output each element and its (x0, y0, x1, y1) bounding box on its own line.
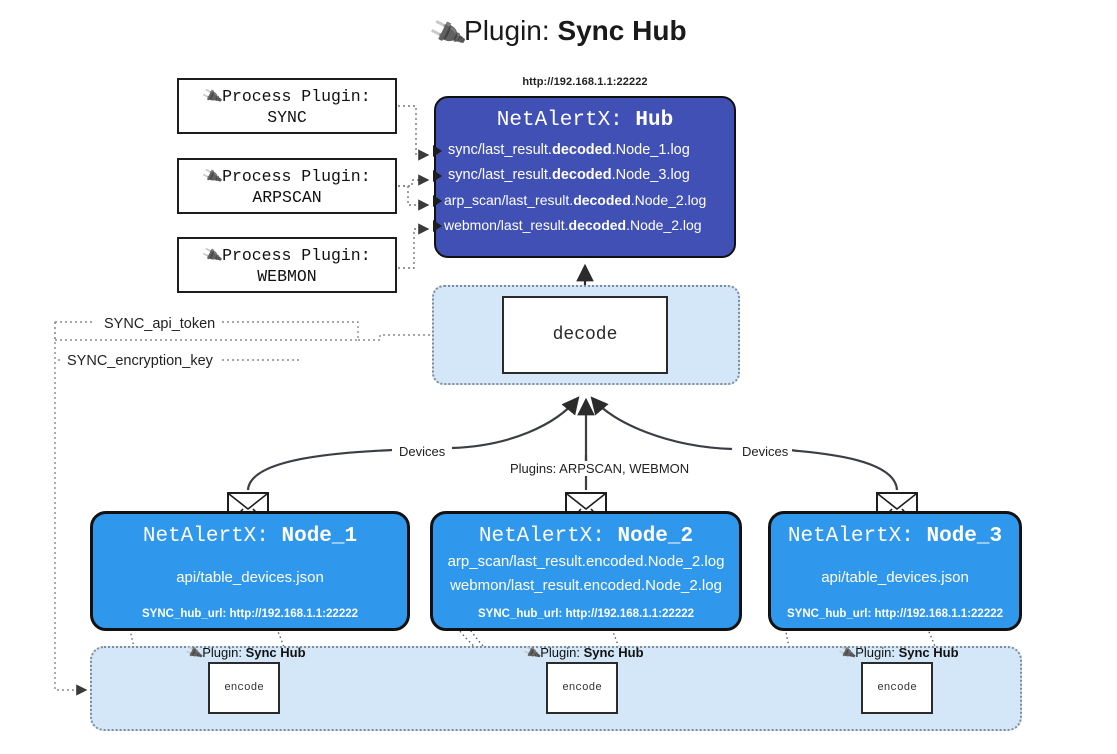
node-card-node-2[interactable]: NetAlertX: Node_2 arp_scan/last_result.e… (430, 511, 742, 631)
node-title-value: Node_1 (281, 525, 358, 548)
log-pre: sync/last_result. (448, 142, 552, 158)
process-plugin-box-arpscan[interactable]: 🔌Process Plugin: ARPSCAN (177, 158, 397, 214)
log-post: .Node_1.log (611, 142, 690, 158)
page-title-value: Sync Hub (557, 15, 687, 46)
hub-title: NetAlertX: Hub (436, 108, 734, 134)
edge-label-plugins: Plugins: ARPSCAN, WEBMON (506, 461, 694, 476)
encode-caption-prefix: Plugin: (540, 645, 580, 660)
hub-log-row: arp_scan/last_result.decoded.Node_2.log (433, 188, 734, 213)
node-resource-line: arp_scan/last_result.encoded.Node_2.log (447, 553, 725, 570)
node-title-value: Node_2 (617, 525, 694, 548)
log-mid: decoded (573, 192, 631, 208)
log-pre: arp_scan/last_result. (444, 192, 574, 208)
encode-caption-prefix: Plugin: (202, 645, 242, 660)
encode-plugin-caption: 🔌Plugin: Sync Hub (184, 643, 306, 662)
log-mid: decoded (551, 142, 612, 158)
node-hub-url-footer: SYNC_hub_url: http://192.168.1.1:22222 (786, 608, 1004, 620)
hub-title-prefix: NetAlertX: (496, 109, 623, 132)
hub-log-row: webmon/last_result.decoded.Node_2.log (433, 213, 734, 238)
page-title-prefix: Plugin: (464, 15, 550, 46)
sync-encryption-key-label: SYNC_encryption_key (63, 353, 217, 369)
encode-box[interactable]: encode (208, 662, 280, 714)
process-plugin-name: ARPSCAN (252, 188, 322, 207)
hub-title-value: Hub (635, 109, 674, 132)
node-card-node-3[interactable]: NetAlertX: Node_3 api/table_devices.json… (768, 511, 1022, 631)
node-title-value: Node_3 (926, 525, 1003, 548)
encode-caption-value: Sync Hub (898, 645, 959, 660)
node-card-node-1[interactable]: NetAlertX: Node_1 api/table_devices.json… (90, 511, 410, 631)
log-mid: decoded (568, 217, 627, 233)
encode-plugin-caption: 🔌Plugin: Sync Hub (522, 643, 644, 662)
hub-node[interactable]: NetAlertX: Hub sync/last_result.decoded.… (433, 96, 736, 258)
node-hub-url-footer: SYNC_hub_url: http://192.168.1.1:22222 (141, 608, 359, 620)
arrow-marker-icon (433, 169, 442, 182)
edge-label-devices-right: Devices (738, 444, 793, 459)
encode-caption-value: Sync Hub (245, 645, 306, 660)
process-plugin-name: WEBMON (257, 267, 317, 286)
node-resource-line: webmon/last_result.encoded.Node_2.log (450, 577, 722, 594)
log-post: .Node_2.log (630, 192, 707, 208)
node-title-prefix: NetAlertX: (142, 525, 269, 548)
process-plugin-box-sync[interactable]: 🔌Process Plugin: SYNC (177, 78, 397, 134)
node-title: NetAlertX: Node_2 (433, 524, 739, 550)
process-plugin-label: Process Plugin: (222, 167, 371, 186)
process-plugin-label: Process Plugin: (222, 246, 371, 265)
encode-caption-prefix: Plugin: (855, 645, 895, 660)
log-post: .Node_3.log (611, 167, 690, 183)
node-title: NetAlertX: Node_3 (771, 524, 1019, 550)
decode-box[interactable]: decode (502, 296, 668, 374)
log-pre: webmon/last_result. (444, 217, 569, 233)
hub-log-list: sync/last_result.decoded.Node_1.log sync… (433, 138, 734, 238)
arrow-marker-icon (433, 219, 442, 232)
process-plugin-label: Process Plugin: (222, 87, 371, 106)
plug-icon: 🔌 (427, 13, 469, 53)
edge-label-devices-left: Devices (395, 444, 450, 459)
arrow-marker-icon (433, 194, 442, 207)
hub-url-label: http://192.168.1.1:22222 (522, 76, 648, 88)
encode-box[interactable]: encode (861, 662, 933, 714)
node-resource-line: api/table_devices.json (821, 569, 969, 586)
log-pre: sync/last_result. (448, 167, 552, 183)
hub-log-row: sync/last_result.decoded.Node_3.log (433, 163, 734, 188)
log-post: .Node_2.log (626, 217, 702, 233)
hub-log-row: sync/last_result.decoded.Node_1.log (433, 138, 734, 163)
page-title: 🔌Plugin: Sync Hub (0, 13, 1117, 52)
process-plugin-box-webmon[interactable]: 🔌Process Plugin: WEBMON (177, 237, 397, 293)
log-mid: decoded (551, 167, 612, 183)
node-hub-url-footer: SYNC_hub_url: http://192.168.1.1:22222 (477, 608, 695, 620)
encode-caption-value: Sync Hub (583, 645, 644, 660)
encode-box[interactable]: encode (546, 662, 618, 714)
process-plugin-name: SYNC (267, 108, 307, 127)
node-title: NetAlertX: Node_1 (93, 524, 407, 550)
sync-api-token-label: SYNC_api_token (100, 316, 220, 332)
node-title-prefix: NetAlertX: (478, 525, 605, 548)
node-title-prefix: NetAlertX: (787, 525, 914, 548)
node-resource-line: api/table_devices.json (176, 569, 324, 586)
encode-plugin-caption: 🔌Plugin: Sync Hub (837, 643, 959, 662)
arrow-marker-icon (433, 144, 442, 157)
